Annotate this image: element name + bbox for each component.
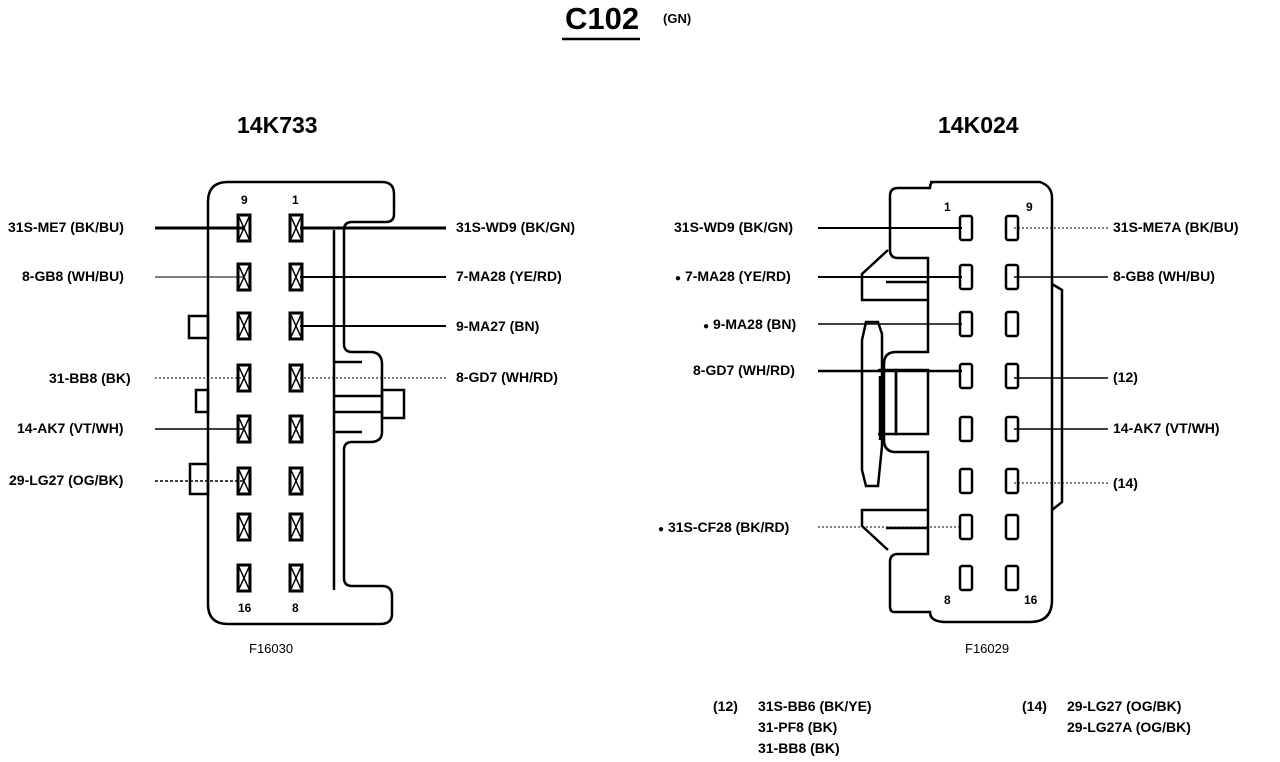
connector-14k024-side-rail — [1051, 282, 1064, 511]
wire-label: 14-AK7 (VT/WH) — [1113, 420, 1220, 436]
note-14-line: 29-LG27A (OG/BK) — [1067, 719, 1191, 735]
pin-cavity — [958, 362, 974, 390]
page-title: C102 — [565, 1, 640, 36]
wire-label: ● 7-MA28 (YE/RD) — [675, 268, 791, 284]
connector-14k024-lock — [860, 320, 898, 488]
note-12-line: 31-BB8 (BK) — [758, 740, 840, 756]
pin-cavity — [958, 467, 974, 495]
pin-cavity — [1004, 310, 1020, 338]
wire-label: 31-BB8 (BK) — [49, 370, 131, 386]
color-code: (GN) — [663, 11, 692, 26]
bullet-icon: ● — [675, 273, 682, 284]
pin-number-16: 16 — [238, 601, 252, 615]
connector-14k024-latch-lower — [860, 508, 928, 551]
pin-number-8: 8 — [944, 593, 951, 607]
bullet-icon: ● — [703, 321, 710, 332]
pin-cavity-mark — [238, 314, 250, 338]
pin-cavity-mark — [290, 566, 302, 590]
pin-cavity — [1004, 564, 1020, 592]
pin-cavity-mark — [238, 469, 250, 493]
note-14-key: (14) — [1022, 698, 1047, 714]
connector-14k733-tab-2 — [194, 388, 210, 414]
pin-cavity-mark — [290, 366, 302, 390]
note-14-line: 29-LG27 (OG/BK) — [1067, 698, 1182, 714]
connector-14k733-latch — [380, 388, 406, 420]
pin-cavity — [1004, 513, 1020, 541]
pin-cavity — [236, 311, 252, 341]
pin-cavity-mark — [238, 566, 250, 590]
pin-cavity — [288, 466, 304, 496]
bullet-icon: ● — [658, 524, 665, 535]
connector-14k024-body — [882, 180, 1054, 624]
pin-cavity — [1004, 214, 1020, 242]
wire-label: 31S-WD9 (BK/GN) — [674, 219, 794, 235]
pin-cavity — [236, 563, 252, 593]
figure-id-left: F16030 — [249, 641, 294, 656]
pin-cavity-mark — [290, 216, 302, 240]
wire-label: (12) — [1113, 369, 1138, 385]
pin-cavity-mark — [290, 314, 302, 338]
wire-label: 7-MA28 (YE/RD) — [456, 268, 562, 284]
pin-cavity — [288, 512, 304, 542]
pin-cavity — [958, 415, 974, 443]
pin-cavity-mark — [290, 469, 302, 493]
note-12-line: 31S-BB6 (BK/YE) — [758, 698, 872, 714]
pin-cavity-mark — [238, 515, 250, 539]
pin-cavity-mark — [290, 417, 302, 441]
wire-label: 31S-ME7A (BK/BU) — [1113, 219, 1239, 235]
pin-cavity — [236, 363, 252, 393]
connector-14k024-latch-upper — [860, 249, 928, 302]
connector-14k733-body — [206, 180, 396, 626]
pin-cavity — [958, 513, 974, 541]
figure-id-right: F16029 — [965, 641, 1010, 656]
pin-cavity — [1004, 467, 1020, 495]
wire-label: (14) — [1113, 475, 1138, 491]
pin-number-1: 1 — [944, 200, 951, 214]
wire-label: ● 9-MA28 (BN) — [703, 316, 797, 332]
pin-number-8: 8 — [292, 601, 299, 615]
connector-14k733-tab-1 — [187, 314, 210, 340]
connector-14k733-inner-rail — [332, 230, 382, 590]
pin-number-9: 9 — [1026, 200, 1033, 214]
pin-cavity — [1004, 362, 1020, 390]
pin-number-9: 9 — [241, 193, 248, 207]
note-12-key: (12) — [713, 698, 738, 714]
pin-cavity-mark — [290, 265, 302, 289]
wire-label: 29-LG27 (OG/BK) — [9, 472, 124, 488]
connector-14k733-tab-3 — [188, 462, 210, 496]
wire-label: 8-GB8 (WH/BU) — [22, 268, 124, 284]
wire-label: 9-MA27 (BN) — [456, 318, 540, 334]
pin-number-16: 16 — [1024, 593, 1038, 607]
note-12-line: 31-PF8 (BK) — [758, 719, 838, 735]
pin-cavity — [236, 512, 252, 542]
wire-label: 31S-WD9 (BK/GN) — [456, 219, 576, 235]
wire-label: 8-GD7 (WH/RD) — [693, 362, 795, 378]
pin-number-1: 1 — [292, 193, 299, 207]
pin-cavity — [958, 564, 974, 592]
wire-label: 8-GD7 (WH/RD) — [456, 369, 558, 385]
connector-14k733-title: 14K733 — [237, 112, 318, 138]
wire-label: ● 31S-CF28 (BK/RD) — [658, 519, 790, 535]
pin-cavity — [288, 414, 304, 444]
connector-14k024-lock-block — [894, 368, 930, 436]
pin-cavity-mark — [290, 515, 302, 539]
wire-label: 31S-ME7 (BK/BU) — [8, 219, 124, 235]
connector-14k024-title: 14K024 — [938, 112, 1019, 138]
wire-label: 14-AK7 (VT/WH) — [17, 420, 124, 436]
pin-cavity — [288, 563, 304, 593]
wire-label: 8-GB8 (WH/BU) — [1113, 268, 1215, 284]
